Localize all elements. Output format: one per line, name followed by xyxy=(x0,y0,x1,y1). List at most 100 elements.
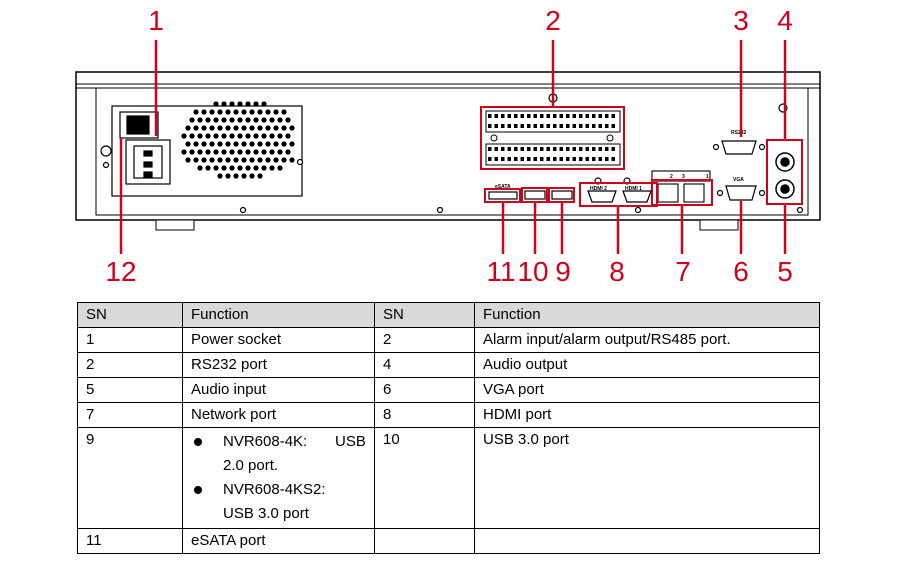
vent-hole xyxy=(233,141,239,147)
vent-hole xyxy=(181,149,187,155)
sn-cell: 5 xyxy=(77,377,183,403)
vent-hole xyxy=(229,165,235,171)
terminal-pin xyxy=(494,157,498,161)
terminal-pin xyxy=(494,114,498,118)
vent-hole xyxy=(193,141,199,147)
bullet-text: USB xyxy=(335,433,366,450)
terminal-pin xyxy=(579,157,583,161)
terminal-pin xyxy=(592,147,596,151)
vent-hole xyxy=(285,117,291,123)
vent-hole xyxy=(217,109,223,115)
terminal-pin xyxy=(533,114,537,118)
terminal-pin xyxy=(488,147,492,151)
power-module xyxy=(111,105,303,197)
terminal-pin xyxy=(514,157,518,161)
vent-hole xyxy=(257,109,263,115)
vent-hole xyxy=(237,165,243,171)
terminal-pin xyxy=(488,157,492,161)
vent-hole xyxy=(237,133,243,139)
callout-11: 11 xyxy=(486,256,515,287)
vent-hole xyxy=(237,149,243,155)
callout-9: 9 xyxy=(555,256,571,287)
function-cell: Audio input xyxy=(182,377,375,403)
vent-hole xyxy=(257,173,263,179)
vent-hole xyxy=(249,141,255,147)
terminal-pin xyxy=(527,157,531,161)
terminal-pin xyxy=(540,147,544,151)
vent-hole xyxy=(209,157,215,163)
vent-hole xyxy=(201,157,207,163)
terminal-pin xyxy=(585,147,589,151)
function-cell: HDMI port xyxy=(474,402,820,428)
vent-hole xyxy=(241,141,247,147)
vent-hole xyxy=(269,165,275,171)
callout-3: 3 xyxy=(733,5,749,36)
vent-hole xyxy=(217,125,223,131)
vent-hole xyxy=(225,141,231,147)
vent-hole xyxy=(253,165,259,171)
terminal-pin xyxy=(566,147,570,151)
vent-hole xyxy=(209,141,215,147)
vent-hole xyxy=(245,101,251,107)
terminal-pin xyxy=(501,124,505,128)
vent-hole xyxy=(209,109,215,115)
terminal-pin xyxy=(527,147,531,151)
terminal-pin xyxy=(605,147,609,151)
sn-cell: 2 xyxy=(77,352,183,378)
vent-hole xyxy=(193,157,199,163)
terminal-pin xyxy=(527,114,531,118)
rs232-connector xyxy=(712,140,766,155)
vent-hole xyxy=(209,125,215,131)
vent-hole xyxy=(181,133,187,139)
vent-hole xyxy=(257,141,263,147)
bullet-text-cont: 2.0 port. xyxy=(223,457,279,474)
terminal-pin xyxy=(559,157,563,161)
vent-hole xyxy=(201,141,207,147)
terminal-pin xyxy=(598,147,602,151)
sn-cell: 2 xyxy=(374,327,475,353)
vent-hole xyxy=(281,141,287,147)
vent-hole xyxy=(273,109,279,115)
function-cell xyxy=(474,528,820,554)
vent-hole xyxy=(265,125,271,131)
terminal-pin xyxy=(546,157,550,161)
function-cell: Alarm input/alarm output/RS485 port. xyxy=(474,327,820,353)
alarm-terminal-block xyxy=(485,110,621,166)
net-label-2: 2 xyxy=(670,174,673,180)
terminal-pin xyxy=(579,147,583,151)
vent-hole xyxy=(185,141,191,147)
vent-hole xyxy=(245,165,251,171)
terminal-pin xyxy=(494,147,498,151)
vent-hole xyxy=(289,141,295,147)
vent-hole xyxy=(237,117,243,123)
callout-leaders xyxy=(119,40,787,254)
terminal-pin xyxy=(507,157,511,161)
terminal-pin xyxy=(572,114,576,118)
vent-hole xyxy=(237,101,243,107)
sn-cell: 9 xyxy=(77,427,183,529)
vent-hole xyxy=(273,141,279,147)
terminal-pin xyxy=(540,114,544,118)
vent-hole xyxy=(281,109,287,115)
vent-hole xyxy=(241,157,247,163)
vent-hole xyxy=(249,125,255,131)
port-function-table: SN Function SN Function 1 Power socket 2… xyxy=(77,302,820,554)
vent-hole xyxy=(185,125,191,131)
terminal-pin xyxy=(533,124,537,128)
vent-hole xyxy=(229,149,235,155)
terminal-pin xyxy=(579,124,583,128)
vent-hole xyxy=(261,133,267,139)
terminal-pin xyxy=(514,124,518,128)
terminal-pin xyxy=(520,124,524,128)
vent-hole xyxy=(269,133,275,139)
terminal-pin xyxy=(553,124,557,128)
vent-hole xyxy=(229,101,235,107)
table-header-row: SN Function SN Function xyxy=(77,302,820,328)
terminal-pin xyxy=(598,157,602,161)
vent-hole xyxy=(253,101,259,107)
vent-hole xyxy=(205,133,211,139)
vent-hole xyxy=(261,165,267,171)
